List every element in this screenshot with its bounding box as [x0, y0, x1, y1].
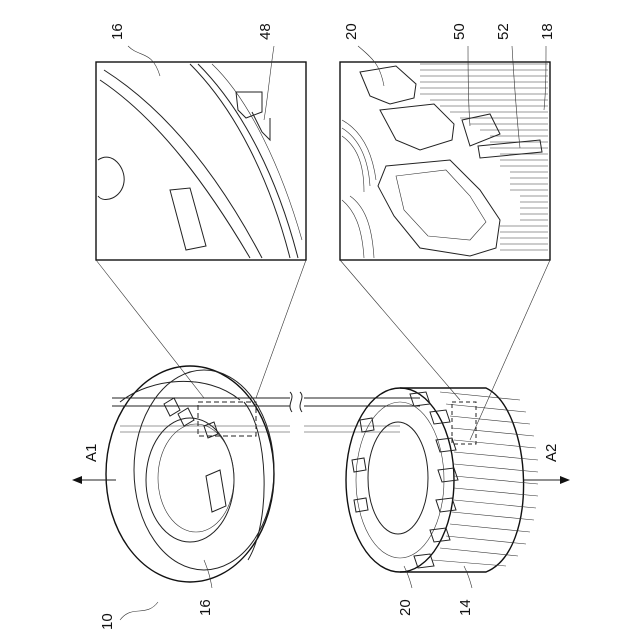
insulator-tooth-mid [380, 104, 454, 150]
ring-edge-inner [104, 70, 262, 258]
leader-16-bottom [204, 560, 212, 588]
lamination-hatching [420, 64, 548, 250]
insulator-tooth-lower [378, 160, 500, 256]
label-10: 10 [99, 613, 116, 630]
label-50: 50 [451, 23, 468, 40]
terminal-lug-1 [164, 398, 180, 416]
terminal-ring-rim [134, 370, 274, 570]
axis-a2-arrowhead [560, 476, 570, 484]
label-14: 14 [457, 599, 474, 616]
axis-a1-label: A1 [83, 444, 100, 462]
leader-14 [464, 566, 472, 588]
leader-18 [544, 46, 546, 110]
ring-edge-outer [100, 80, 250, 258]
ring-band-3 [212, 64, 302, 240]
leader-16-top [128, 46, 160, 76]
break-mark-left [290, 392, 292, 412]
rib [170, 188, 206, 250]
boss [98, 157, 124, 199]
label-20-top: 20 [343, 23, 360, 40]
stator-winding-ring [356, 402, 444, 558]
detail-frame-right [340, 62, 550, 260]
leader-20-bottom [404, 566, 412, 588]
ring-band-1 [190, 64, 290, 258]
winding-arcs [342, 120, 376, 258]
label-16-bottom: 16 [197, 599, 214, 616]
axis-a1: A1 [72, 444, 116, 484]
stator-bore [368, 422, 428, 534]
label-52: 52 [495, 23, 512, 40]
insulator-tooth-lower-inner [396, 170, 486, 240]
terminal-ring-bore-inner [158, 424, 234, 532]
leader-10 [120, 602, 158, 620]
detail-indicator-box-right [452, 402, 476, 444]
terminal-lug-3 [206, 470, 226, 512]
projection-lines [96, 260, 550, 440]
part-52 [478, 140, 542, 158]
insulator-tooth-upper [360, 66, 416, 104]
label-16-top: 16 [109, 23, 126, 40]
stator-core [346, 388, 538, 572]
leader-48 [264, 46, 274, 120]
axis-a2: A2 [524, 444, 570, 484]
stator-end-face [346, 388, 454, 572]
terminal-lug-2 [178, 408, 194, 426]
detail-view-stator [340, 62, 550, 260]
leader-lines [120, 46, 546, 620]
terminal-ring-top-edge [120, 381, 240, 402]
ring-band-2 [198, 64, 298, 258]
break-mark-right [300, 392, 302, 412]
leader-50 [468, 46, 470, 126]
leader-20-top [358, 46, 384, 86]
label-20-bottom: 20 [397, 599, 414, 616]
stator-body-outline [400, 388, 524, 572]
detail-view-terminal-ring [96, 62, 306, 260]
tab-48 [236, 92, 262, 118]
tab-48-side [252, 112, 270, 140]
label-48: 48 [257, 23, 274, 40]
label-18: 18 [539, 23, 556, 40]
axis-a2-label: A2 [543, 444, 560, 462]
axis-a1-arrowhead [72, 476, 82, 484]
